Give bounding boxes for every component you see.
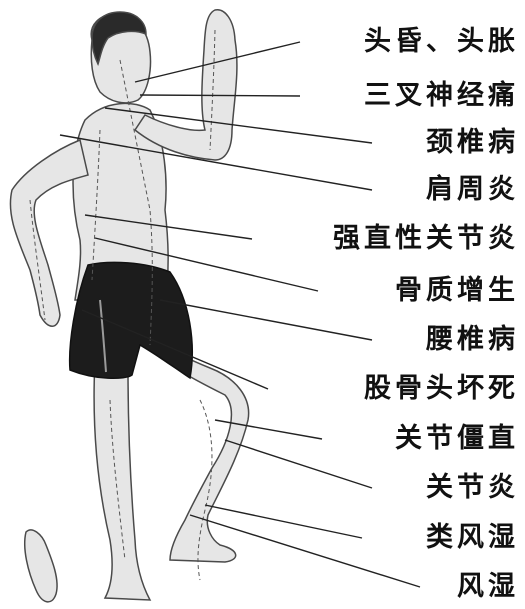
label-rheumatoid: 类风湿 bbox=[426, 522, 519, 553]
label-lumbar-disease: 腰椎病 bbox=[426, 324, 519, 355]
human-figure bbox=[9, 9, 250, 603]
back-leg bbox=[93, 359, 152, 601]
label-joint-stiffness: 关节僵直 bbox=[395, 423, 519, 454]
label-rheumatism: 风湿 bbox=[457, 571, 519, 602]
label-dizziness: 头昏、头胀 bbox=[364, 26, 519, 57]
shorts-stripe bbox=[99, 299, 107, 373]
torso bbox=[72, 102, 169, 301]
label-ankylosing-spondylitis: 强直性关节炎 bbox=[333, 223, 519, 254]
front-arm bbox=[133, 9, 238, 161]
label-arthritis: 关节炎 bbox=[426, 472, 519, 503]
back-arm bbox=[9, 138, 89, 327]
foot-sole-illustration bbox=[24, 529, 58, 603]
hair bbox=[91, 11, 147, 66]
label-hyperosteogeny: 骨质增生 bbox=[395, 275, 519, 306]
label-frozen-shoulder: 肩周炎 bbox=[426, 174, 519, 205]
shorts bbox=[68, 261, 193, 380]
label-femoral-head-necrosis: 股骨头坏死 bbox=[364, 373, 519, 404]
label-trigeminal-neuralgia: 三叉神经痛 bbox=[364, 80, 519, 111]
meridian-dashes bbox=[29, 29, 216, 581]
label-cervical-spondylosis: 颈椎病 bbox=[426, 127, 519, 158]
leader-lines bbox=[59, 41, 421, 588]
